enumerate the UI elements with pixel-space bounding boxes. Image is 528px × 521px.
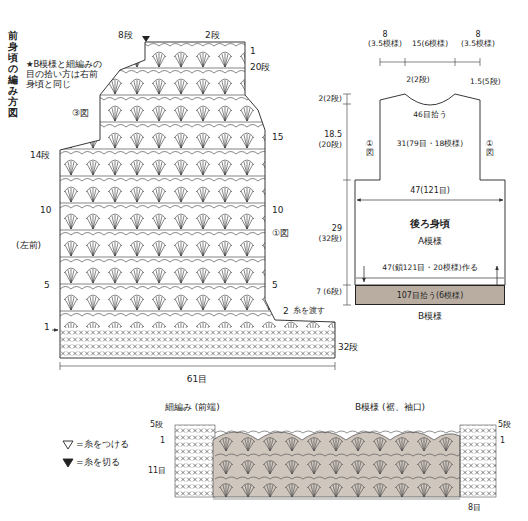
legend-row: =糸をつける — [62, 438, 129, 451]
chart-label: 8段 — [118, 30, 133, 40]
pattern-label: B模様 — [418, 310, 442, 323]
chart-label: (3.5模様) — [461, 40, 495, 49]
legend-symbol — [62, 458, 74, 468]
chart-label: 47(121目) — [410, 186, 450, 195]
chart-label: 20段 — [250, 62, 270, 72]
chart-label: (3.5模様) — [368, 40, 402, 49]
chart-label: 2(2段) — [319, 95, 342, 104]
chart-label: 8目 — [468, 503, 481, 512]
chart-label: 2 — [283, 306, 289, 316]
chart-label: 14段 — [30, 150, 50, 160]
legend-symbol — [62, 440, 74, 450]
chart-label: 31(79目・18模様) — [397, 140, 463, 149]
chart-label: ③図 — [72, 108, 89, 118]
chart-label: ①図 — [486, 140, 494, 158]
chart-label: 7 (6段) — [316, 288, 342, 297]
chart-label: 18.5 — [324, 130, 342, 139]
chart-label: 32段 — [338, 342, 358, 352]
pattern-label: A模様 — [418, 235, 442, 248]
ribbing-band: 107目拾う(6模様)B模様 — [355, 285, 505, 305]
chart-heading: 細編み (前端) — [165, 402, 220, 412]
chart-label: (左前) — [16, 240, 41, 250]
chart-label: 糸を渡す — [293, 306, 325, 315]
chart-label: 8 — [382, 30, 387, 39]
chart-label: (20段) — [319, 141, 342, 150]
chart-label: 47(鎖121目・20模様)作る — [382, 264, 477, 273]
chart-heading: B模様 (裾、袖口) — [355, 402, 425, 412]
chart-label: 5 — [272, 280, 278, 290]
chart-label: (32段) — [319, 235, 342, 244]
chart-label: 5 — [44, 280, 50, 290]
back-body-region: 後ろ身頃 A模様 — [355, 205, 505, 260]
chart-label: 1 — [250, 46, 256, 56]
chart-label: 46目拾う — [413, 111, 447, 120]
chart-label: 1 — [44, 322, 50, 332]
chart-title: 前身頃の編み方図 — [8, 30, 18, 118]
chart-label: 2段 — [205, 30, 220, 40]
legend-text: =糸を切る — [76, 456, 120, 469]
chart-label: 2(2段) — [406, 76, 429, 85]
chart-label: 1.5(5段) — [470, 78, 501, 87]
region-title: 後ろ身頃 — [410, 217, 450, 231]
chart-label: 11目 — [148, 466, 166, 475]
chart-label: 10 — [272, 205, 283, 215]
legend-text: =糸をつける — [76, 438, 129, 451]
dimension-label: 61目 — [187, 374, 207, 384]
chart-label: 15 — [272, 132, 283, 142]
chart-label: 15(6模様) — [412, 40, 448, 49]
chart-note: ★B模様と細編みの目の拾い方は右前身頃と同じ — [26, 60, 106, 89]
chart-label: 5段 — [150, 420, 163, 429]
legend-row: =糸を切る — [62, 456, 120, 469]
chart-label: 29 — [332, 224, 342, 233]
chart-label: ①図 — [366, 140, 374, 158]
chart-label: 1 — [160, 436, 165, 445]
chart-label: ①図 — [272, 228, 289, 238]
chart-label: 1 — [500, 436, 505, 445]
chart-label: 10 — [40, 205, 51, 215]
chart-label: 8 — [475, 30, 480, 39]
region-title: 107目拾う(6模様) — [397, 290, 464, 301]
chart-label: 5段 — [498, 420, 511, 429]
